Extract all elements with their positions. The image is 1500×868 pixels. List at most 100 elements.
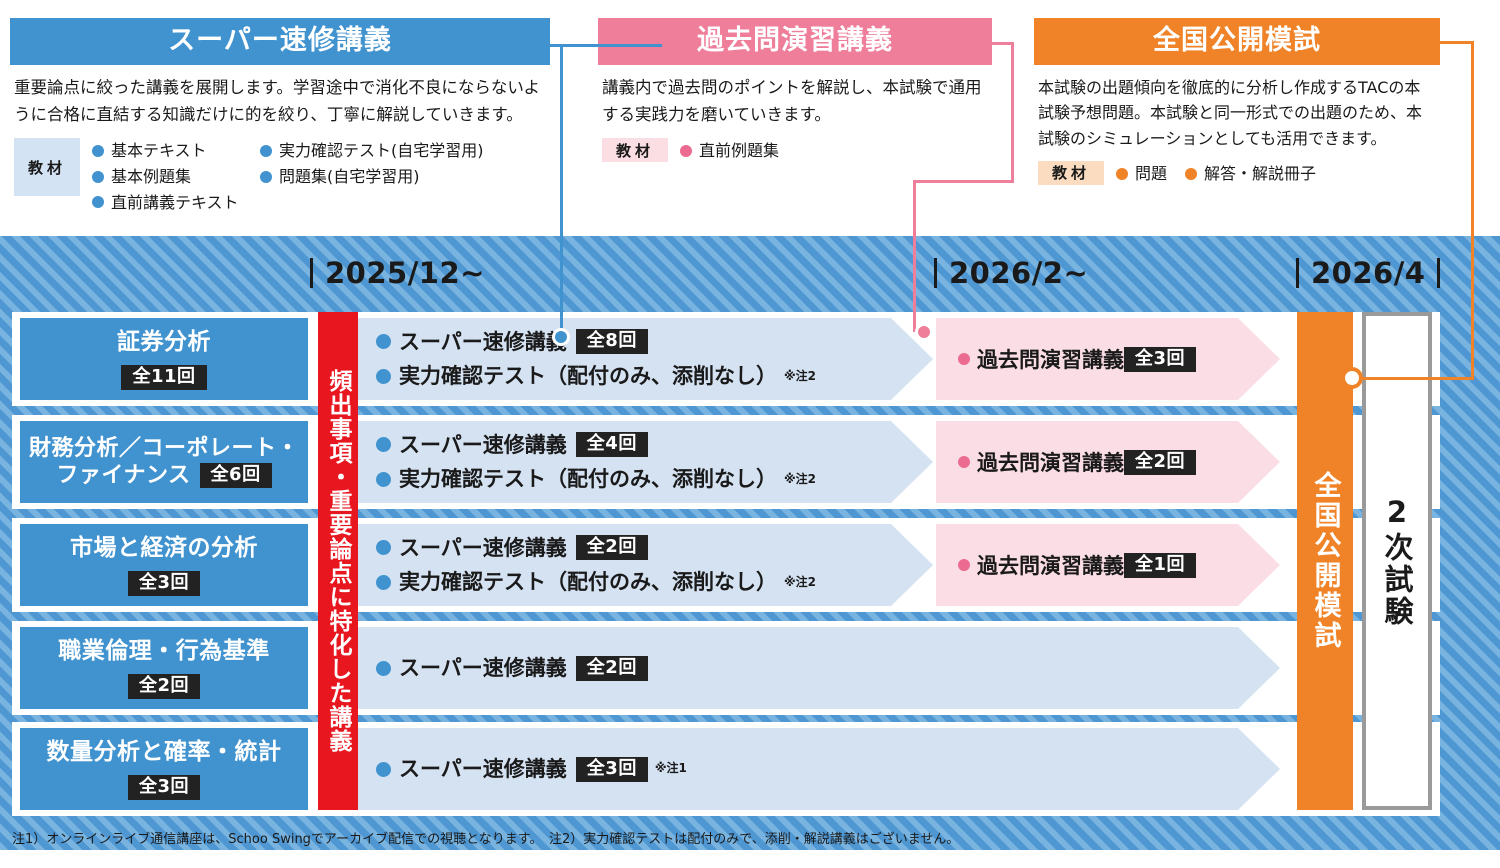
- list-item: 実力確認テスト（配付のみ、添削なし） ※注2: [376, 361, 933, 391]
- date-text: 2025/12~: [325, 255, 485, 290]
- material-item: 解答・解説冊子: [1185, 161, 1316, 187]
- bullet-dot-icon: [376, 369, 391, 384]
- connector-segment: [1352, 377, 1474, 380]
- material-item: 問題: [1116, 161, 1167, 187]
- bullet-dot-icon: [376, 334, 391, 349]
- lecture-count-badge: 全8回: [576, 329, 648, 354]
- subject-cell-shijo-keizai: 市場と経済の分析 全3回: [20, 524, 308, 606]
- date-text: 2026/2~: [949, 255, 1089, 290]
- lecture-label: 過去問演習講義: [977, 451, 1124, 475]
- materials-label-kakomon-enshu: 教材: [602, 138, 668, 163]
- bullet-dot-icon: [1185, 167, 1198, 180]
- subject-count-badge: 全11回: [121, 364, 207, 390]
- table-row: 財務分析／コーポレート・ ファイナンス 全6回 スーパー速修講義 全4回 実力確…: [0, 415, 1500, 509]
- tick-mark-icon: [310, 258, 313, 288]
- connector-segment: [1440, 41, 1474, 44]
- lecture-arrow-blue: スーパー速修講義 全8回 実力確認テスト（配付のみ、添削なし） ※注2: [358, 318, 933, 400]
- bullet-dot-icon: [680, 145, 692, 158]
- bullet-dot-icon: [1116, 167, 1128, 180]
- red-vertical-band: 頻出事項・重要論点に特化した講義: [318, 312, 358, 810]
- material-item: 基本例題集: [92, 164, 260, 190]
- bullet-dot-icon: [376, 437, 391, 452]
- bullet-dot-icon: [260, 145, 272, 158]
- material-label: 直前例題集: [699, 141, 780, 161]
- subject-cell-suryo-bunseki: 数量分析と確率・統計 全3回: [20, 728, 308, 810]
- list-item: 実力確認テスト（配付のみ、添削なし） ※注2: [376, 464, 933, 494]
- list-item: スーパー速修講義 全3回 ※注1: [376, 754, 1280, 784]
- materials-row-kakomon-enshu: 教材 直前例題集: [602, 138, 988, 164]
- list-item: スーパー速修講義 全8回: [376, 327, 933, 357]
- card-zenkoku-koukai-moshi: 全国公開模試 本試験の出題傾向を徹底的に分析し作成するTACの本試験予想問題。本…: [1034, 18, 1440, 186]
- bullet-dot-icon: [376, 575, 391, 590]
- connector-segment: [992, 42, 1014, 45]
- subject-count-badge: 全3回: [127, 774, 201, 800]
- lecture-count-badge: 全2回: [576, 656, 648, 681]
- subject-cell-zaimu-bunseki: 財務分析／コーポレート・ ファイナンス 全6回: [20, 421, 308, 503]
- connector-endpoint-dot: [915, 323, 933, 341]
- material-label: 直前講義テキスト: [111, 192, 239, 212]
- lecture-label: 過去問演習講義: [977, 348, 1124, 372]
- lecture-count-badge: 全3回: [576, 757, 648, 782]
- tick-mark-icon: [1296, 258, 1299, 288]
- connector-segment: [913, 180, 1014, 183]
- card-description-super-sokushu: 重要論点に絞った講義を展開します。学習途中で消化不良にならないように合格に直結す…: [14, 78, 541, 124]
- card-kakomon-enshu: 過去問演習講義 講義内で過去問のポイントを解説し、本試験で通用する実践力を磨いて…: [598, 18, 992, 164]
- subject-label: 財務分析／コーポレート・: [28, 435, 299, 461]
- lecture-arrow-blue: スーパー速修講義 全2回: [358, 627, 1280, 709]
- date-label-2025-12: 2025/12~: [310, 258, 485, 288]
- bullet-dot-icon: [958, 353, 970, 365]
- subject-label: 市場と経済の分析: [70, 535, 258, 562]
- table-row: 職業倫理・行為基準 全2回 スーパー速修講義 全2回: [0, 621, 1500, 715]
- bullet-dot-icon: [376, 661, 391, 676]
- lecture-label: スーパー速修講義: [399, 535, 567, 560]
- material-item: 直前講義テキスト: [92, 190, 260, 216]
- subject-count-badge: 全2回: [127, 673, 201, 699]
- table-row: 証券分析 全11回 スーパー速修講義 全8回 実力確認テスト（配付のみ、添削なし…: [0, 312, 1500, 406]
- lecture-count-badge: 全4回: [576, 432, 648, 457]
- card-body-zenkoku-koukai-moshi: 本試験の出題傾向を徹底的に分析し作成するTACの本試験予想問題。本試験と同一形式…: [1034, 65, 1440, 186]
- lecture-label: 実力確認テスト（配付のみ、添削なし）: [399, 364, 777, 388]
- material-item: 直前例題集: [680, 138, 779, 164]
- bullet-dot-icon: [958, 456, 970, 468]
- lecture-arrow-blue: スーパー速修講義 全4回 実力確認テスト（配付のみ、添削なし） ※注2: [358, 421, 933, 503]
- material-label: 問題集(自宅学習用): [279, 167, 420, 187]
- date-text: 2026/4: [1311, 255, 1426, 290]
- table-row: 市場と経済の分析 全3回 スーパー速修講義 全2回 実力確認テスト（配付のみ、添…: [0, 518, 1500, 612]
- lecture-label: 実力確認テスト（配付のみ、添削なし）: [399, 467, 777, 491]
- material-label: 問題: [1135, 163, 1168, 183]
- lecture-count-badge: 全2回: [576, 535, 648, 560]
- materials-row-super-sokushu: 教材 基本テキスト 基本例題集 直前講義テキスト 実力確認テスト(自宅学習用) …: [14, 138, 546, 215]
- material-label: 解答・解説冊子: [1204, 163, 1317, 183]
- material-label: 実力確認テスト(自宅学習用): [279, 141, 484, 161]
- list-item: 実力確認テスト（配付のみ、添削なし） ※注2: [376, 567, 933, 597]
- bullet-dot-icon: [92, 170, 104, 183]
- card-title-kakomon-enshu: 過去問演習講義: [598, 18, 992, 65]
- material-item: 問題集(自宅学習用): [260, 164, 484, 190]
- list-item: スーパー速修講義 全2回: [376, 533, 933, 563]
- lecture-arrow-pink: 過去問演習講義 全1回: [936, 524, 1280, 606]
- list-item: スーパー速修講義 全4回: [376, 430, 933, 460]
- card-title-super-sokushu: スーパー速修講義: [10, 18, 550, 65]
- footnote-marker: ※注1: [654, 761, 687, 776]
- material-label: 基本テキスト: [111, 141, 207, 161]
- material-label: 基本例題集: [111, 167, 192, 187]
- subject-count-badge: 全3回: [127, 570, 201, 596]
- lecture-label: スーパー速修講義: [399, 655, 567, 680]
- footnote-marker: ※注2: [784, 471, 817, 486]
- subject-label-2: ファイナンス: [56, 463, 191, 488]
- connector-segment: [1011, 42, 1014, 182]
- card-body-super-sokushu: 重要論点に絞った講義を展開します。学習途中で消化不良にならないように合格に直結す…: [10, 65, 550, 215]
- footnotes: 注1）オンラインライブ通信講座は、Schoo Swingでアーカイブ配信での視聴…: [12, 832, 960, 847]
- bullet-dot-icon: [376, 540, 391, 555]
- materials-label-zenkoku-koukai-moshi: 教材: [1038, 160, 1104, 185]
- lecture-count-badge: 全1回: [1124, 553, 1196, 578]
- card-body-kakomon-enshu: 講義内で過去問のポイントを解説し、本試験で通用する実践力を磨いていきます。 教材…: [598, 65, 992, 164]
- lecture-label: 過去問演習講義: [977, 554, 1124, 578]
- tick-mark-icon: [934, 258, 937, 288]
- mock-exam-column: 全国公開模試: [1297, 312, 1353, 810]
- card-title-zenkoku-koukai-moshi: 全国公開模試: [1034, 18, 1440, 65]
- footnote-marker: ※注2: [784, 574, 817, 589]
- subject-label: 職業倫理・行為基準: [58, 638, 270, 665]
- lecture-arrow-pink: 過去問演習講義 全2回: [936, 421, 1280, 503]
